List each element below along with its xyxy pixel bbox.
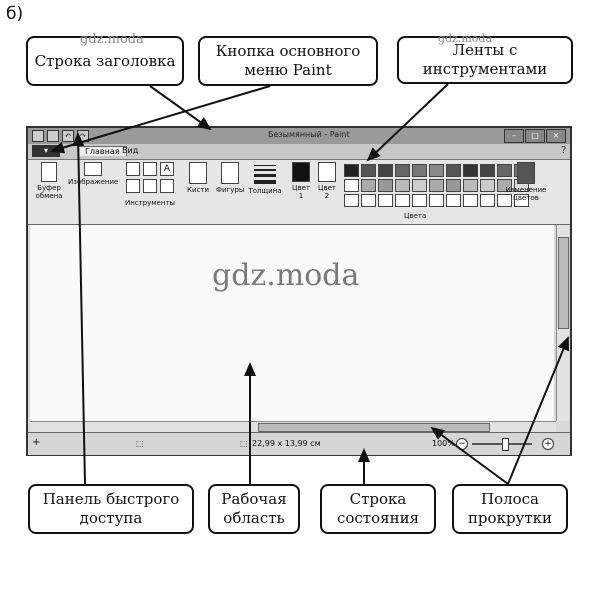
vertical-scrollbar[interactable]: [556, 225, 569, 421]
selection-size-icon: ⬚: [136, 439, 144, 448]
callout-quick-access-panel: Панель быстрого доступа: [28, 484, 194, 534]
watermark: gdz.moda: [80, 32, 144, 47]
clipboard-label: Буфер обмена: [35, 184, 63, 200]
fill-icon[interactable]: [143, 162, 157, 176]
arrow-vscroll: [507, 336, 569, 485]
arrow-title-bar: [149, 85, 212, 131]
thickness-label: Толщина: [248, 187, 282, 195]
minimize-icon[interactable]: –: [504, 129, 524, 143]
image-label: Изображение: [68, 178, 119, 186]
color1-swatch: [292, 162, 310, 182]
zoom-slider-handle[interactable]: [502, 438, 509, 451]
eraser-icon[interactable]: [126, 179, 140, 193]
ribbon-group-color2[interactable]: Цвет 2: [316, 162, 338, 200]
vertical-scroll-thumb[interactable]: [558, 237, 569, 329]
image-select-icon: [84, 162, 102, 176]
maximize-icon[interactable]: □: [525, 129, 545, 143]
colors-label: Цвета: [404, 212, 427, 220]
image-size-text: 22,99 x 13,99 см: [252, 439, 321, 448]
shapes-icon: [221, 162, 239, 184]
arrow-quick-access: [72, 132, 86, 485]
ribbon-group-color1[interactable]: Цвет 1: [290, 162, 312, 200]
arrow-hscroll: [430, 426, 509, 485]
cursor-position-icon: +: [32, 437, 41, 448]
ribbon-group-thickness[interactable]: Толщина: [248, 162, 282, 195]
ribbon: Буфер обмена Изображение A Инструменты К…: [28, 160, 570, 225]
watermark: gdz.moda: [212, 258, 360, 293]
canvas-work-area[interactable]: [30, 225, 554, 421]
zoom-level: 100%: [432, 439, 455, 448]
brush-icon: [189, 162, 207, 184]
arrow-main-menu: [50, 85, 271, 154]
color1-label: Цвет 1: [292, 184, 310, 200]
window-title: Безымянный - Paint: [268, 130, 350, 139]
callout-ribbons: Ленты с инструментами: [397, 36, 573, 84]
tools-label: Инструменты: [124, 199, 176, 207]
ribbon-group-tools[interactable]: A Инструменты: [120, 162, 180, 207]
ribbon-group-image[interactable]: Изображение: [68, 162, 118, 186]
watermark: gdz.moda: [438, 32, 493, 45]
zoom-in-icon[interactable]: +: [542, 438, 554, 450]
ribbon-group-clipboard[interactable]: Буфер обмена: [32, 162, 66, 200]
color-palette[interactable]: [344, 164, 529, 207]
callout-title-bar: Строка заголовка: [26, 36, 184, 86]
color-picker-icon[interactable]: [143, 179, 157, 193]
brushes-label: Кисти: [187, 186, 209, 194]
paint-window: ↶ ↷ Безымянный - Paint – □ × ▾ Главная В…: [26, 126, 572, 456]
edit-colors-icon: [517, 162, 535, 184]
ribbon-group-edit-colors[interactable]: Изменение цветов: [504, 162, 548, 202]
callout-work-area: Рабочая область: [208, 484, 300, 534]
edit-colors-label: Изменение цветов: [505, 186, 547, 202]
callout-main-menu-button: Кнопка основного меню Paint: [198, 36, 378, 86]
window-controls: – □ ×: [504, 129, 566, 143]
help-icon[interactable]: ?: [561, 146, 566, 156]
callout-status-bar: Строка состояния: [320, 484, 436, 534]
horizontal-scrollbar[interactable]: [30, 421, 556, 432]
figure-label: б): [6, 4, 24, 24]
magnifier-icon[interactable]: [160, 179, 174, 193]
arrow-ribbon: [366, 83, 449, 162]
close-icon[interactable]: ×: [546, 129, 566, 143]
paint-app-icon: [32, 130, 44, 142]
thickness-icon: [254, 165, 276, 184]
ribbon-group-shapes[interactable]: Фигуры: [216, 162, 244, 194]
image-size-icon: ⬚: [240, 439, 248, 448]
text-icon[interactable]: A: [160, 162, 174, 176]
save-icon[interactable]: [47, 130, 59, 142]
clipboard-icon: [41, 162, 57, 182]
pencil-icon[interactable]: [126, 162, 140, 176]
color2-swatch: [318, 162, 336, 182]
menu-bar: ▾ Главная Вид ?: [28, 144, 570, 160]
color2-label: Цвет 2: [318, 184, 336, 200]
tab-view[interactable]: Вид: [122, 146, 139, 155]
shapes-label: Фигуры: [216, 186, 245, 194]
ribbon-group-brushes[interactable]: Кисти: [184, 162, 212, 194]
horizontal-scroll-thumb[interactable]: [258, 423, 490, 432]
callout-scrollbars: Полоса прокрутки: [452, 484, 568, 534]
